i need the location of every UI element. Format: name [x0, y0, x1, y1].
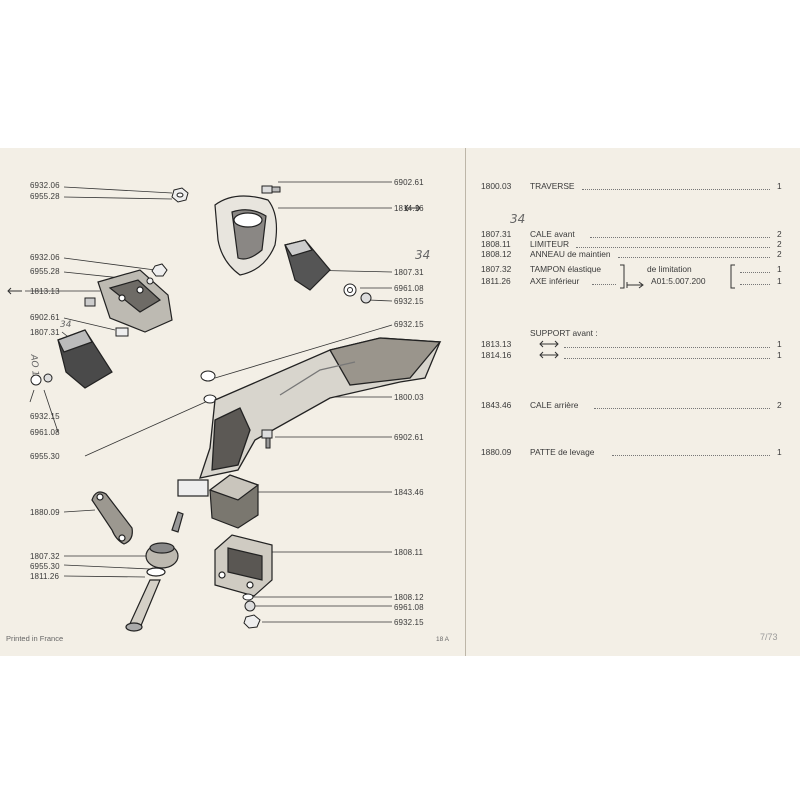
- part-desc: LIMITEUR: [530, 239, 570, 249]
- part-qty: 1: [777, 181, 782, 191]
- handwritten-note: 34: [510, 212, 526, 226]
- part-ref: 1807.31: [481, 229, 512, 239]
- callout-6902-61: 6902.61: [394, 433, 424, 442]
- part-qty: 1: [777, 264, 782, 274]
- callout-6961-08: 6961.08: [30, 428, 60, 437]
- part-desc: CALE arrière: [530, 400, 579, 410]
- callout-6932-06: 6932.06: [30, 181, 60, 190]
- bracket-note: de limitation: [647, 264, 692, 274]
- leader-dots: [612, 455, 770, 456]
- part-qty: 1: [777, 276, 782, 286]
- part-ref: 1811.26: [481, 276, 511, 286]
- leader-dots: [564, 347, 770, 348]
- leader-dots: [618, 257, 770, 258]
- part-desc: TAMPON élastique: [530, 264, 602, 274]
- callout-1880-09: 1880.09: [30, 508, 60, 517]
- part-ref: 1808.12: [481, 249, 512, 259]
- callout-6932-15: 6932.15: [30, 412, 60, 421]
- section-heading: SUPPORT avant :: [530, 328, 598, 338]
- callout-6961-08: 6961.08: [394, 284, 424, 293]
- part-qty: 2: [777, 249, 782, 259]
- leader-dots: [590, 237, 770, 238]
- part-ref: 1800.03: [481, 181, 512, 191]
- page-number: 7/73: [760, 632, 778, 642]
- exploded-view-drawing: [7, 181, 442, 632]
- callout-6932-15: 6932.15: [394, 320, 424, 329]
- callout-6961-08: 6961.08: [394, 603, 424, 612]
- part-qty: 1: [777, 339, 782, 349]
- part-desc: PATTE de levage: [530, 447, 595, 457]
- callout-1811-26: 1811.26: [30, 572, 60, 581]
- callout-6955-28: 6955.28: [30, 192, 60, 201]
- callout-6932-06: 6932.06: [30, 253, 60, 262]
- part-ref: 1880.09: [481, 447, 512, 457]
- leader-dots: [592, 284, 616, 285]
- leader-dots: [576, 247, 770, 248]
- part-ref: 1808.11: [481, 239, 511, 249]
- callout-6955-30: 6955.30: [30, 562, 60, 571]
- part-qty: 2: [777, 400, 782, 410]
- handwritten-note: AO 1: [28, 354, 40, 377]
- part-ref: 1807.32: [481, 264, 512, 274]
- callout-6902-61: 6902.61: [394, 178, 424, 187]
- callout-1843-46: 1843.46: [394, 488, 424, 497]
- handwritten-note: 34: [60, 320, 72, 330]
- figure-number: 18 A: [436, 636, 450, 643]
- catalog-page: 6932.06 6955.28 6902.61 1814.16 6932.06 …: [0, 148, 800, 656]
- leader-dots: [564, 358, 770, 359]
- callout-6932-15: 6932.15: [394, 618, 424, 627]
- callout-1808-11: 1808.11: [394, 548, 424, 557]
- reference-code: A01:5.007.200: [651, 276, 706, 286]
- callout-1813-13: 1813.13: [30, 287, 60, 296]
- leader-dots: [594, 408, 770, 409]
- part-desc: TRAVERSE: [530, 181, 575, 191]
- callout-1807-32: 1807.32: [30, 552, 60, 561]
- part-ref: 1814.16: [481, 350, 512, 360]
- part-qty: 1: [777, 447, 782, 457]
- handwritten-note: 34: [415, 248, 431, 262]
- part-qty: 2: [777, 239, 782, 249]
- part-ref: 1843.46: [481, 400, 512, 410]
- part-desc: AXE inférieur: [530, 276, 580, 286]
- part-desc: CALE avant: [530, 229, 575, 239]
- callout-6902-61: 6902.61: [30, 313, 60, 322]
- callout-1808-12: 1808.12: [394, 593, 424, 602]
- leader-dots: [582, 189, 770, 190]
- part-qty: 2: [777, 229, 782, 239]
- page-fold-line: [465, 148, 466, 656]
- callout-6932-15: 6932.15: [394, 297, 424, 306]
- callout-6955-28: 6955.28: [30, 267, 60, 276]
- part-ref: 1813.13: [481, 339, 512, 349]
- callout-6955-30: 6955.30: [30, 452, 60, 461]
- callout-1807-31: 1807.31: [394, 268, 424, 277]
- part-qty: 1: [777, 350, 782, 360]
- callout-1807-31: 1807.31: [30, 328, 60, 337]
- callout-1800-03: 1800.03: [394, 393, 424, 402]
- callout-1814-16: 1814.16: [394, 204, 424, 213]
- printed-in-label: Printed in France: [6, 634, 64, 643]
- leader-dots: [740, 272, 770, 273]
- leader-dots: [740, 284, 770, 285]
- part-desc: ANNEAU de maintien: [530, 249, 611, 259]
